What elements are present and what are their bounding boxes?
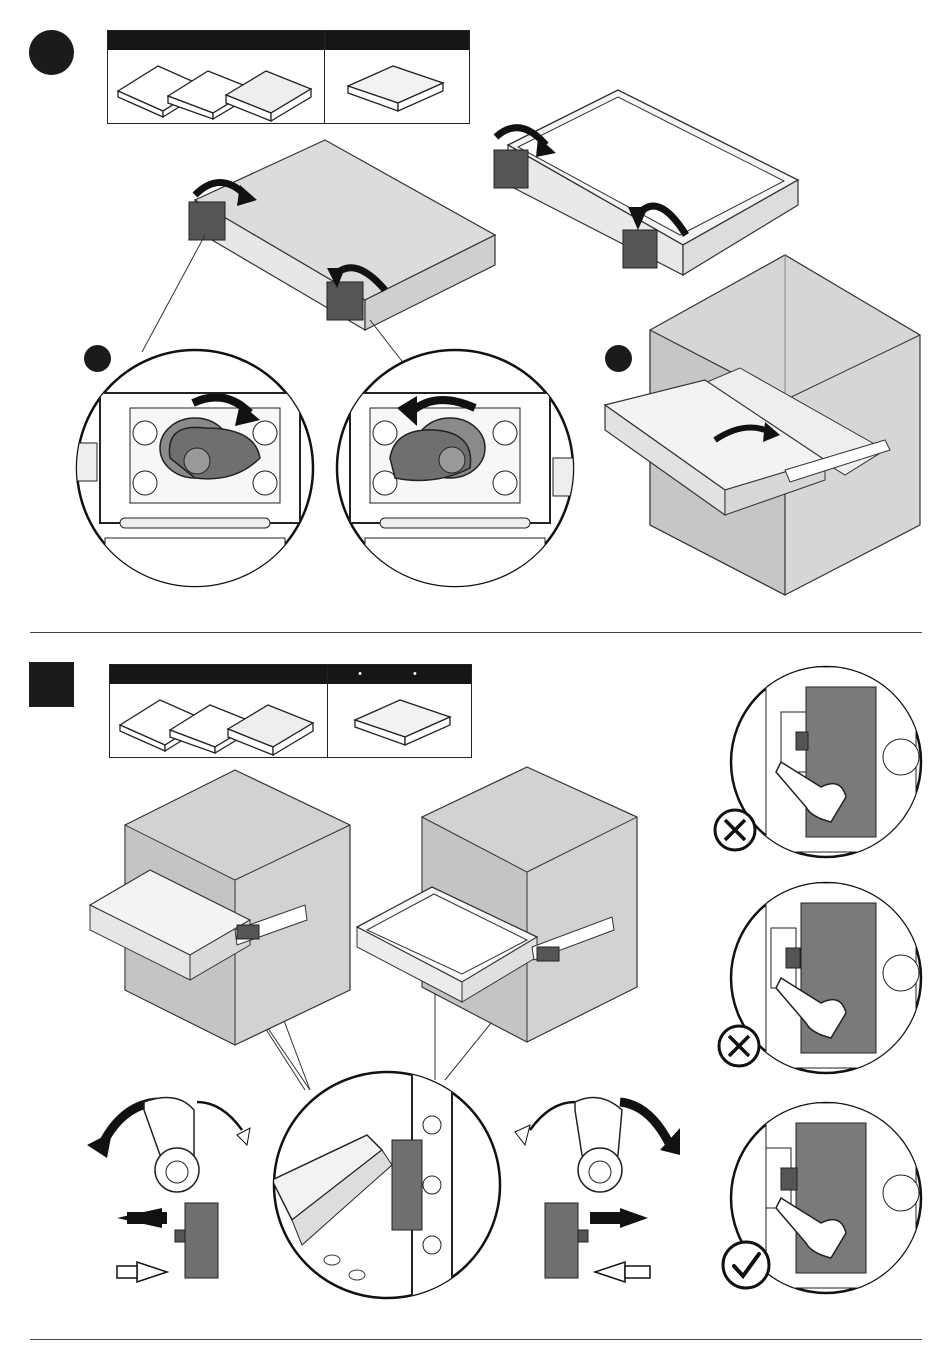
cabinet-insert-drawer — [595, 250, 925, 600]
latch-zoom-detail — [272, 1070, 502, 1300]
lever-release-right — [510, 1090, 690, 1290]
check-icon — [721, 1240, 771, 1290]
cross-icon — [713, 808, 757, 852]
cross-icon — [717, 1024, 761, 1068]
drawer-types-panel-bottom: • • — [109, 664, 472, 758]
drawer-tray-icons-b — [110, 665, 471, 757]
hook-detail-left-zoom — [75, 348, 315, 588]
step-2-marker — [29, 662, 74, 707]
section-divider — [30, 632, 922, 633]
cabinet-with-box-drawer — [85, 765, 355, 1050]
hook-detail-right-zoom — [335, 348, 575, 588]
page-bottom-rule — [30, 1339, 922, 1340]
lever-release-left — [82, 1090, 262, 1290]
cabinet-with-tray-drawer — [352, 762, 642, 1052]
